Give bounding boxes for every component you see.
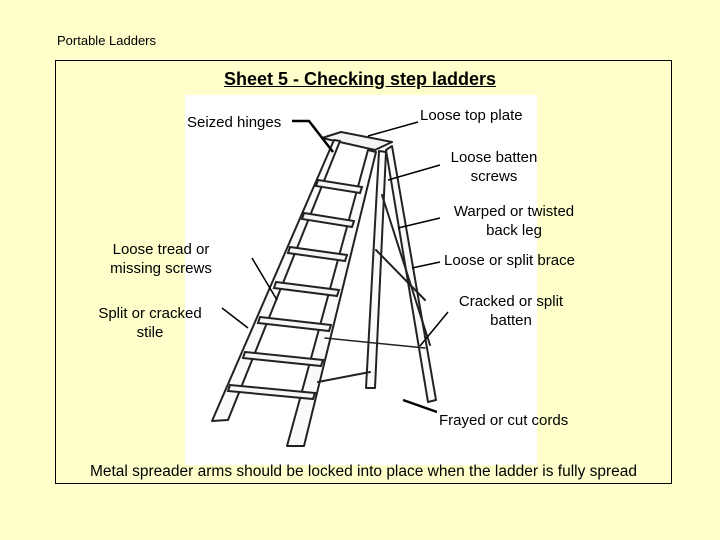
tread-3 [286, 245, 349, 263]
back-leg-right [385, 145, 437, 403]
label-split-brace: Loose or split brace [444, 252, 575, 269]
back-leg-left [365, 150, 387, 389]
cross-brace-2 [375, 249, 426, 301]
pointer-frayed-cords [402, 398, 438, 414]
tread-1 [314, 178, 364, 195]
slide-header: Portable Ladders [57, 33, 157, 48]
slide-title: Sheet 5 - Checking step ladders [223, 69, 497, 89]
pointer-seized-hinges [292, 119, 334, 153]
pointer-batten-screws [387, 164, 441, 181]
label-frayed-cords: Frayed or cut cords [439, 412, 569, 429]
tread-7 [226, 383, 317, 401]
spreader-bar [317, 371, 371, 383]
front-right-stile [286, 149, 377, 447]
footer-note: Metal spreader arms should be locked int… [89, 463, 638, 480]
pointer-split-brace [411, 261, 441, 269]
pointer-cracked-batten [419, 311, 449, 347]
tread-5 [256, 315, 333, 333]
pointer-stile [221, 307, 249, 329]
label-seized-hinges: Seized hinges [187, 114, 282, 131]
tread-4 [272, 280, 341, 298]
pointer-tread [251, 257, 278, 301]
content-frame [55, 60, 672, 484]
cross-brace-1 [381, 194, 431, 346]
ladder-illustration-panel [185, 95, 537, 465]
tread-6 [241, 350, 325, 368]
pointer-top-plate [367, 121, 419, 137]
pointer-back-leg [397, 217, 441, 229]
treads [226, 178, 364, 401]
spreader-bar-2 [324, 337, 426, 349]
label-loose-top-plate: Loose top plate [420, 107, 523, 124]
top-plate [321, 131, 393, 151]
tread-2 [300, 211, 356, 229]
front-left-stile [211, 139, 341, 422]
